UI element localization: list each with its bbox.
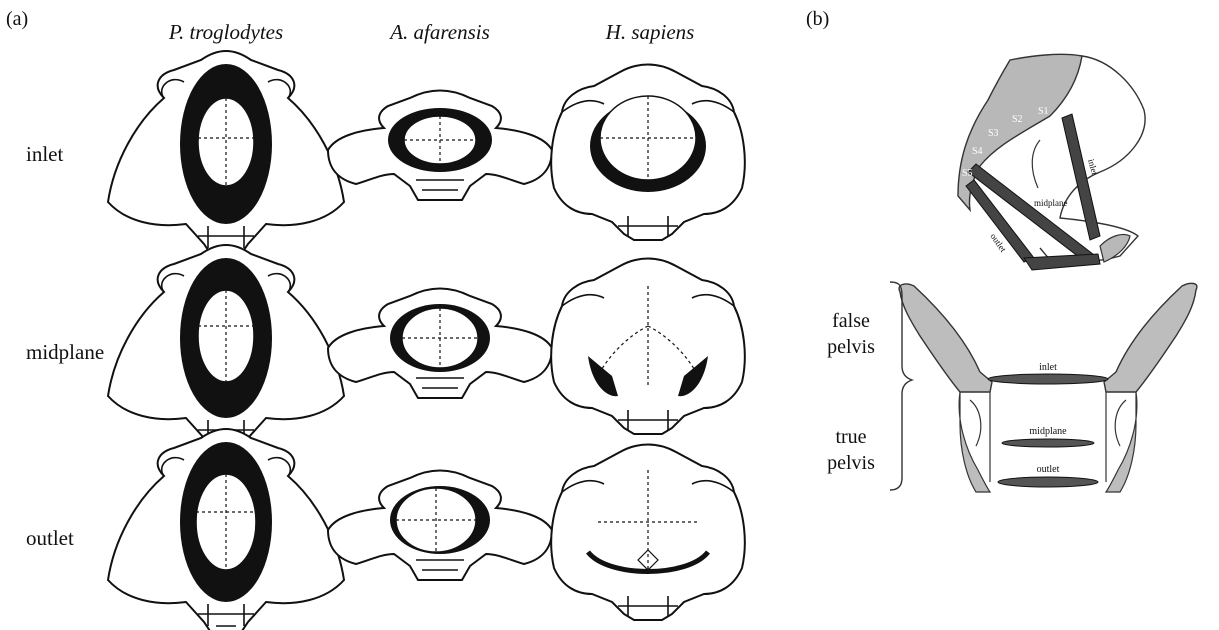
true-pelvis-label: true pelvis <box>806 424 896 476</box>
frontal-plane-label-inlet: inlet <box>1039 362 1057 373</box>
frontal-plane-label-midplane: midplane <box>1029 426 1067 437</box>
false-pelvis-label: false pelvis <box>806 308 896 360</box>
frontal-plane-label-outlet: outlet <box>1037 464 1060 475</box>
